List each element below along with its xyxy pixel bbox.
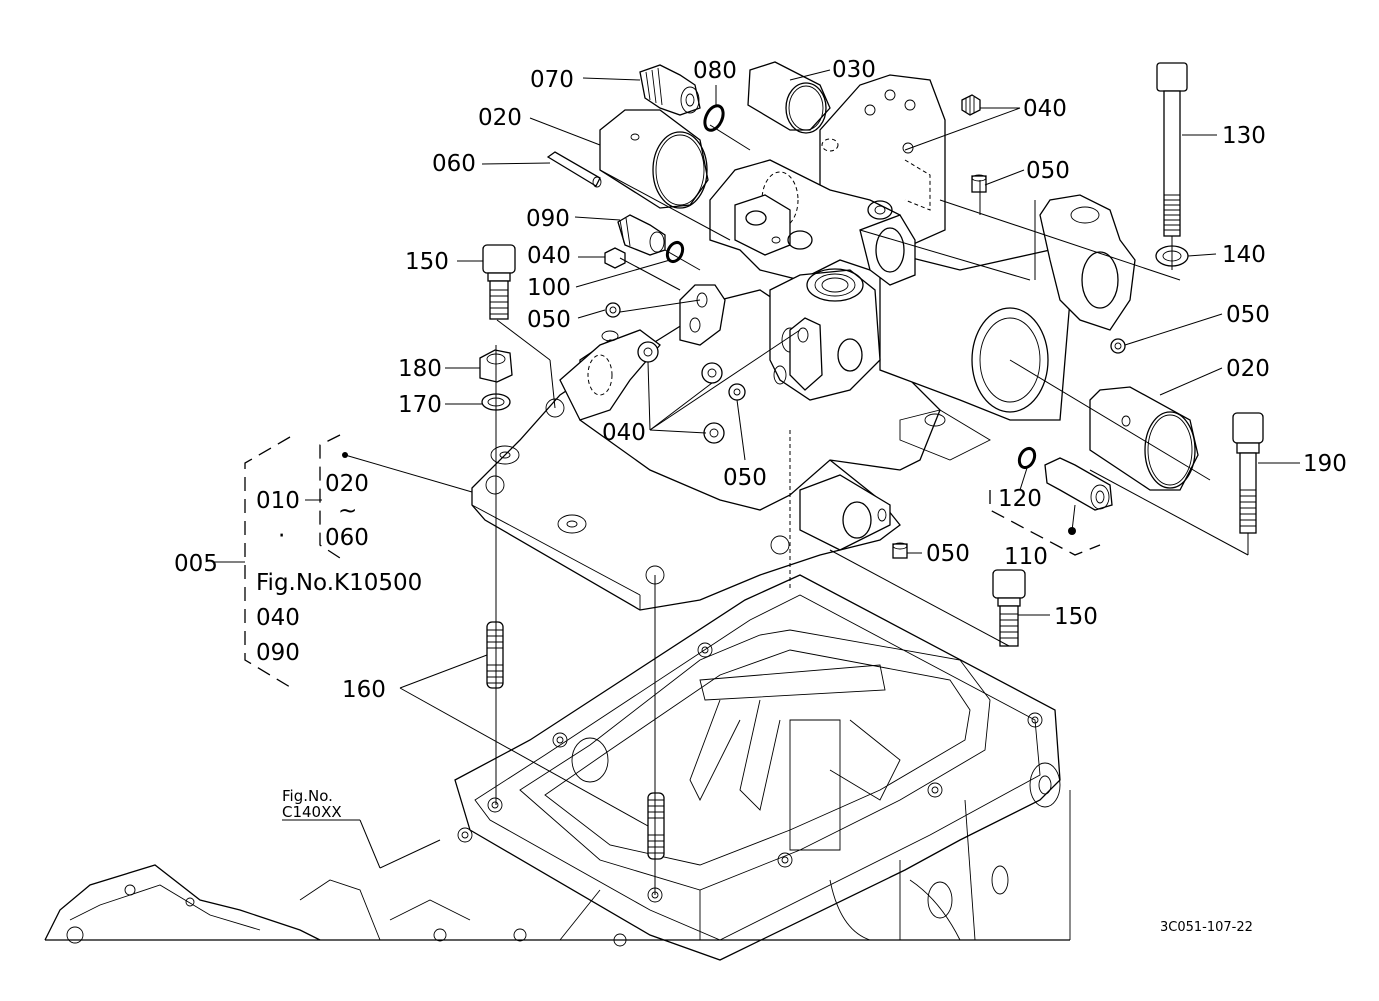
- callout-050-bottom: 050: [926, 541, 970, 567]
- part-160-stud-upper: [486, 621, 504, 689]
- part-050-set-screw-top: [971, 174, 987, 193]
- callout-040-mid: 040: [527, 243, 571, 269]
- part-020-sleeve-top: [599, 109, 709, 209]
- part-120-o-ring: [1017, 446, 1037, 470]
- callout-120: 120: [998, 486, 1042, 512]
- group-brackets: [244, 434, 1101, 688]
- callout-090: 090: [526, 206, 570, 232]
- drawing-code: 3C051-107-22: [1160, 920, 1253, 935]
- callout-180: 180: [398, 356, 442, 382]
- part-100-o-ring: [665, 240, 685, 264]
- transmission-housing: [44, 574, 1071, 961]
- leader-lines: [214, 69, 1300, 869]
- part-160-stud-lower: [647, 792, 665, 860]
- group-separator-dot: ·: [278, 523, 285, 549]
- group-range-start: 020: [325, 471, 369, 497]
- callout-080: 080: [693, 58, 737, 84]
- group-main-number: 005: [174, 551, 218, 577]
- group-extra-start: 040: [256, 605, 300, 631]
- callout-170: 170: [398, 392, 442, 418]
- part-190-bolt: [1232, 412, 1264, 534]
- group-sub-number: 010: [256, 488, 300, 514]
- part-040-plug-mid: [604, 247, 626, 269]
- callout-140: 140: [1222, 242, 1266, 268]
- lift-cover-casting: [471, 74, 1136, 611]
- callout-030: 030: [832, 57, 876, 83]
- part-030-sleeve: [747, 61, 831, 134]
- group-ref-figure: Fig.No.K10500: [256, 570, 422, 596]
- part-150-bolt-left: [482, 244, 516, 320]
- part-070-fitting: [639, 64, 701, 116]
- alignment-lines: [495, 124, 1249, 895]
- callout-110: 110: [1004, 544, 1048, 570]
- group-range-end: 060: [325, 525, 369, 551]
- callout-050-right: 050: [1226, 302, 1270, 328]
- callout-060: 060: [432, 151, 476, 177]
- ref-figure-line2: C140XX: [282, 803, 342, 821]
- lower-figure-reference: Fig.No. C140XX: [282, 787, 342, 821]
- group-dot: [342, 452, 348, 458]
- group-range-tilde: ~: [338, 498, 357, 524]
- callout-070: 070: [530, 67, 574, 93]
- part-060-pin: [546, 151, 602, 188]
- part-090-fitting: [617, 214, 666, 256]
- callout-100: 100: [527, 275, 571, 301]
- callout-150-right: 150: [1054, 604, 1098, 630]
- part-130-bolt: [1156, 62, 1188, 237]
- callout-labels: 070 080 030 020 060 040 130 050 090 150 …: [342, 57, 1347, 703]
- callout-050-top: 050: [1026, 158, 1070, 184]
- callout-020-right: 020: [1226, 356, 1270, 382]
- assembly-group-legend: 005 010 020 ~ 060 · Fig.No.K10500 040 09…: [174, 471, 422, 666]
- part-040-plug-top: [961, 94, 981, 116]
- part-050-set-screw-center: [728, 383, 746, 401]
- part-110-fitting: [1044, 457, 1113, 535]
- group-extra-end: 090: [256, 640, 300, 666]
- part-050-set-screw-right: [1110, 338, 1126, 354]
- callout-150-left: 150: [405, 249, 449, 275]
- callout-190: 190: [1303, 451, 1347, 477]
- callout-160: 160: [342, 677, 386, 703]
- callout-040-group: 040: [602, 420, 646, 446]
- callout-050-center: 050: [723, 465, 767, 491]
- part-040-plugs-group: [637, 341, 725, 444]
- callout-130: 130: [1222, 123, 1266, 149]
- part-020-sleeve-right: [1089, 386, 1199, 491]
- callout-040-top: 040: [1023, 96, 1067, 122]
- part-050-set-screw-bottom: [892, 542, 908, 559]
- part-050-set-screw-left: [605, 302, 621, 318]
- ref-figure-line1: Fig.No.: [282, 787, 333, 805]
- callout-050-left: 050: [527, 307, 571, 333]
- part-080-o-ring: [703, 104, 725, 132]
- part-150-bolt-right: [992, 569, 1026, 647]
- callout-020-top: 020: [478, 105, 522, 131]
